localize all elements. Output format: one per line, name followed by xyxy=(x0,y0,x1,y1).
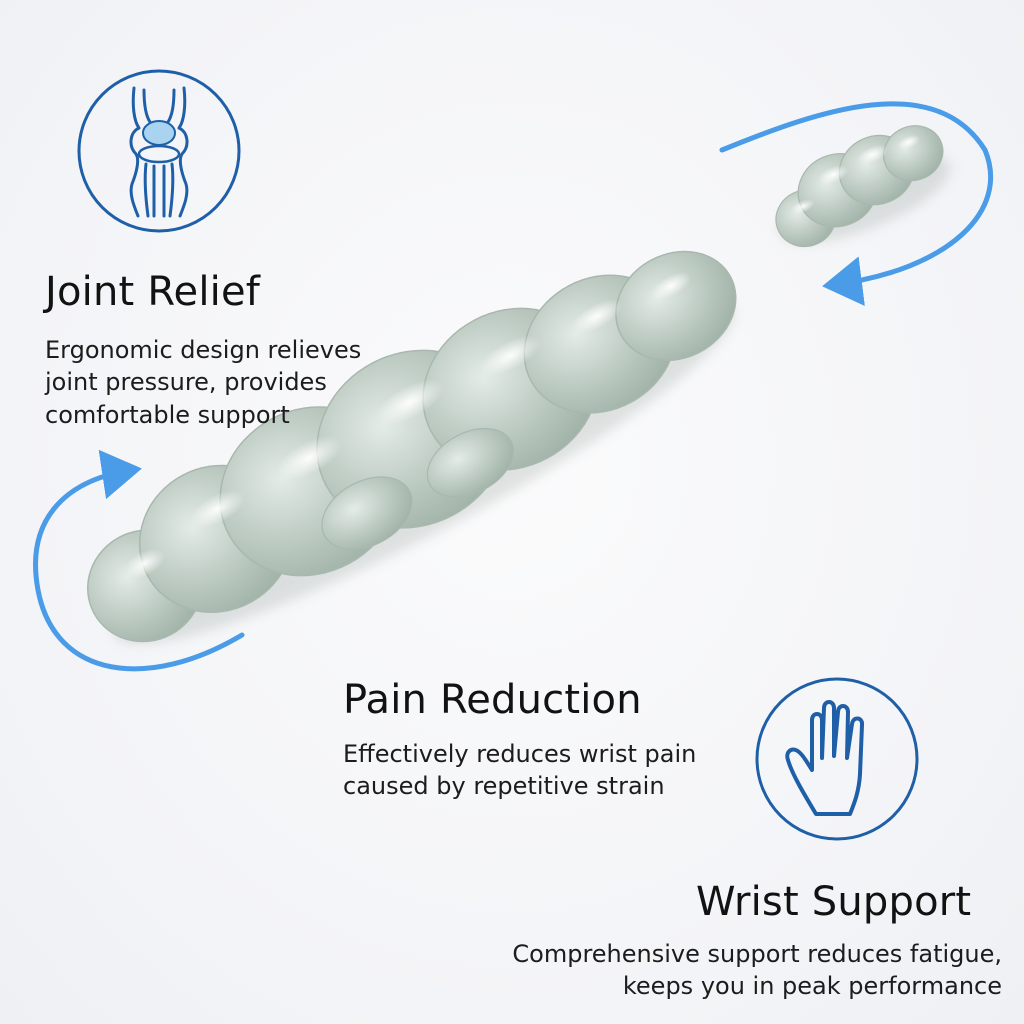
joint-relief-title: Joint Relief xyxy=(45,269,261,315)
pain-reduction-description: Effectively reduces wrist pain caused by… xyxy=(343,738,696,803)
small-gel-rest xyxy=(775,125,951,248)
top-right-arrow xyxy=(719,101,993,307)
gel-wrist-rest xyxy=(87,250,737,645)
pain-reduction-title: Pain Reduction xyxy=(343,677,642,723)
joint-relief-desc-line-3: comfortable support xyxy=(45,400,290,429)
hand-icon xyxy=(755,677,919,841)
joint-relief-desc-line-2: joint pressure, provides xyxy=(45,368,327,397)
joint-relief-desc-line-1: Ergonomic design relieves xyxy=(45,336,362,364)
wrist-support-desc-line-1: Comprehensive support reduces fatigue, xyxy=(512,940,1002,968)
knee-joint-icon xyxy=(77,69,241,233)
pain-reduction-desc-line-2: caused by repetitive strain xyxy=(343,772,665,801)
bottom-left-arrow xyxy=(33,449,245,672)
pain-reduction-desc-line-1: Effectively reduces wrist pain xyxy=(343,740,697,768)
wrist-support-description: Comprehensive support reduces fatigue, k… xyxy=(512,938,1002,1003)
wrist-support-desc-line-2: keeps you in peak performance xyxy=(622,972,1002,1001)
wrist-support-title: Wrist Support xyxy=(696,879,972,925)
joint-relief-description: Ergonomic design relieves joint pressure… xyxy=(45,334,361,431)
